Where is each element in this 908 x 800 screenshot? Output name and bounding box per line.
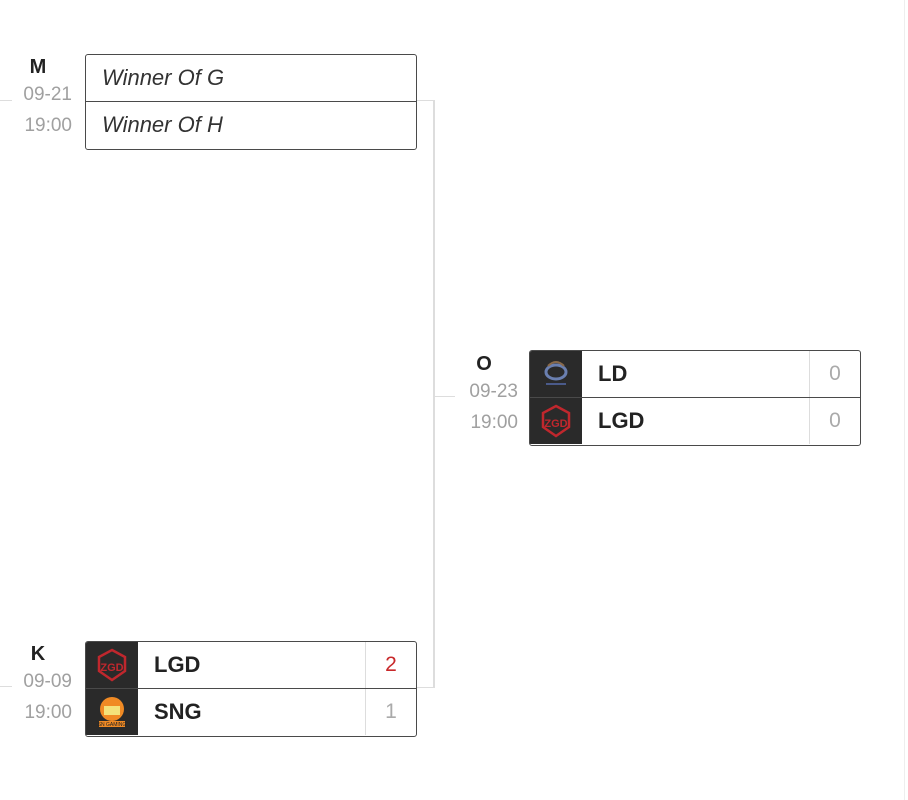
- team-name: Winner Of H: [102, 112, 223, 137]
- bracket-connector: [433, 396, 455, 397]
- svg-text:ZGD: ZGD: [100, 662, 123, 674]
- match-date: 09-23: [469, 381, 518, 402]
- match-time: 19:00: [24, 702, 72, 723]
- team-name: Winner Of G: [102, 65, 225, 90]
- match-card[interactable]: ZGD LGD 2 SN GAMING SNG 1: [85, 641, 417, 737]
- lgd-logo-icon: ZGD: [86, 642, 138, 688]
- match-meta: O 09-23 19:00: [446, 353, 518, 438]
- team-name: SNG: [154, 699, 202, 724]
- team-score: 0: [809, 351, 860, 397]
- match-id: O: [476, 353, 492, 375]
- team-name: LGD: [154, 652, 201, 677]
- team-row[interactable]: LD 0: [530, 351, 860, 397]
- bracket-connector: [433, 100, 435, 688]
- team-score: 2: [365, 642, 416, 688]
- sng-logo-icon: SN GAMING: [86, 689, 138, 735]
- team-row[interactable]: ZGD LGD 0: [530, 397, 860, 444]
- team-row[interactable]: Winner Of H: [86, 101, 416, 148]
- bracket-connector: [416, 100, 434, 101]
- svg-text:SN GAMING: SN GAMING: [98, 722, 127, 728]
- team-score: 1: [365, 689, 416, 735]
- match-meta: K 09-09 19:00: [0, 643, 72, 728]
- match-meta: M 09-21 19:00: [0, 56, 72, 141]
- match-time: 19:00: [24, 115, 72, 136]
- svg-text:ZGD: ZGD: [544, 418, 567, 430]
- team-row[interactable]: Winner Of G: [86, 55, 416, 101]
- match-card[interactable]: LD 0 ZGD LGD 0: [529, 350, 861, 446]
- team-row[interactable]: SN GAMING SNG 1: [86, 688, 416, 735]
- page-edge-divider: [904, 0, 905, 800]
- team-name: LD: [598, 361, 628, 386]
- match-date: 09-21: [23, 84, 72, 105]
- team-score: 0: [809, 398, 860, 444]
- match-card[interactable]: Winner Of G Winner Of H: [85, 54, 417, 150]
- bracket-connector: [0, 100, 12, 101]
- team-name: LGD: [598, 408, 645, 433]
- match-time: 19:00: [470, 412, 518, 433]
- bracket-connector: [416, 687, 434, 688]
- bracket-connector: [0, 686, 12, 687]
- match-date: 09-09: [23, 671, 72, 692]
- match-id: K: [30, 643, 46, 665]
- lgd-logo-icon: ZGD: [530, 398, 582, 444]
- match-id: M: [29, 56, 47, 78]
- team-row[interactable]: ZGD LGD 2: [86, 642, 416, 688]
- ld-logo-icon: [530, 351, 582, 397]
